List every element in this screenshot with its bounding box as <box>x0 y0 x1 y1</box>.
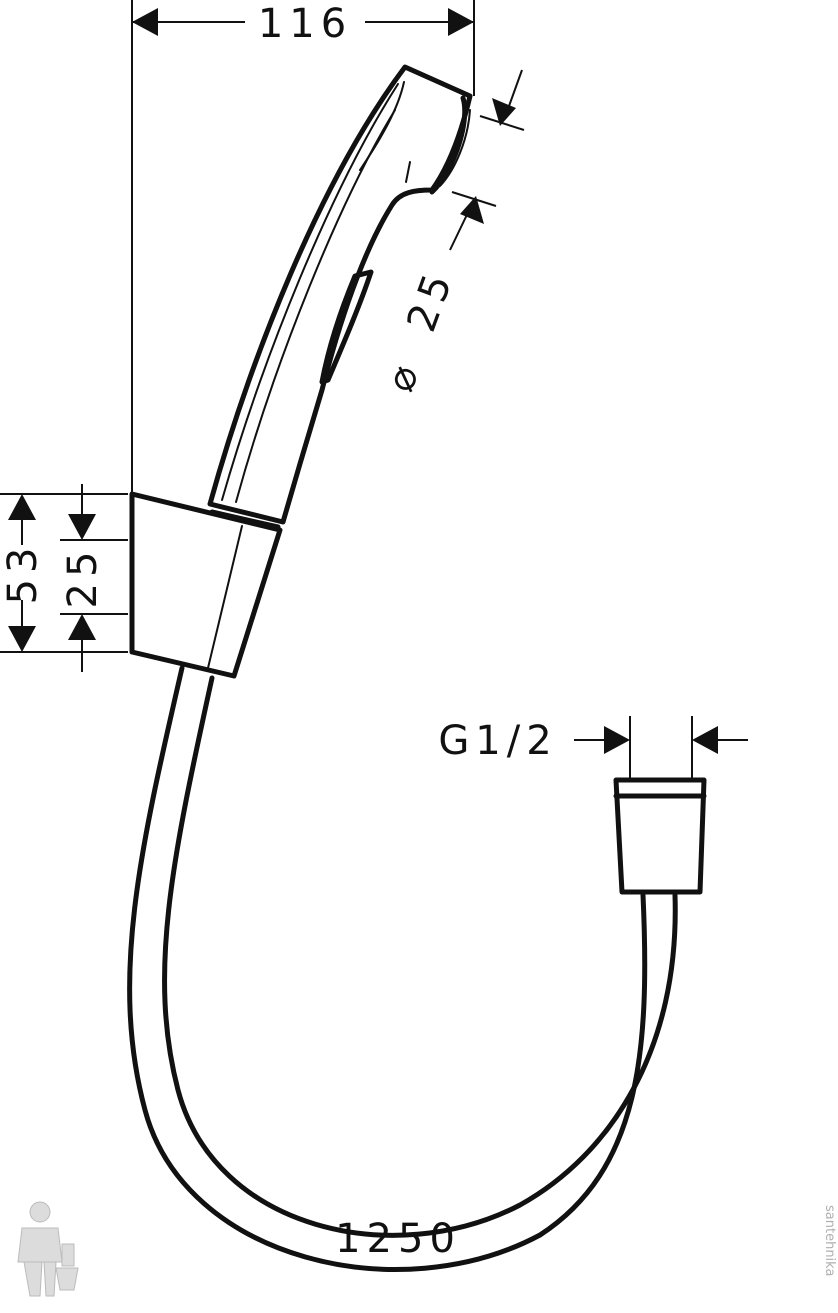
dim-53-label: 53 <box>0 542 46 605</box>
dimension-g12: G1/2 <box>438 716 748 778</box>
dimension-116: 116 <box>131 0 475 494</box>
dim-diameter-label: 25 <box>399 263 464 338</box>
dimension-diameter-25: ⌀ 25 <box>377 69 525 398</box>
dim-g12-label: G1/2 <box>438 718 557 764</box>
hose-connector <box>613 777 707 895</box>
hose <box>127 665 678 1272</box>
hand-shower <box>207 64 473 530</box>
dim-diameter-symbol: ⌀ <box>377 354 431 398</box>
plumber-logo-icon <box>17 1201 79 1297</box>
dim-1250-label: 1250 <box>335 1216 461 1262</box>
dimension-53: 53 <box>0 493 128 653</box>
watermark-text: santehnika <box>822 1205 837 1276</box>
dim-116-label: 116 <box>258 1 352 47</box>
dimension-holder-25: 25 <box>60 484 128 672</box>
dimension-1250: 1250 <box>335 1216 461 1262</box>
dim-holder-25-label: 25 <box>60 546 106 609</box>
